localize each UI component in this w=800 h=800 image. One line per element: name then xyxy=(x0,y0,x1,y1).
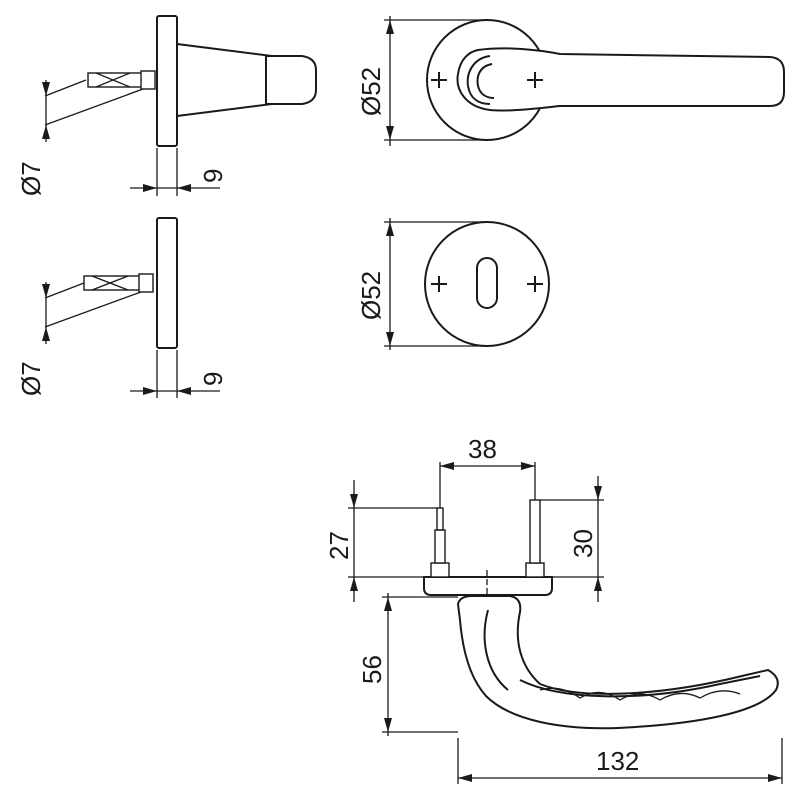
bottom-side-pin-diameter-label: Ø7 xyxy=(16,361,46,396)
pin-spacing-label: 38 xyxy=(468,434,497,464)
bottom-front-screw-left xyxy=(431,276,447,292)
top-side-pin-dimension xyxy=(42,79,144,142)
bottom-front-view: Ø52 xyxy=(356,218,550,350)
lever-left-pin xyxy=(430,500,450,578)
left-pin-height-label: 27 xyxy=(324,531,354,560)
bottom-front-diameter-dimension xyxy=(384,218,487,350)
bottom-side-thickness-dimension xyxy=(130,350,220,398)
top-side-pin xyxy=(87,70,188,90)
bottom-side-rose-plate xyxy=(156,217,178,349)
handle-length-dimension xyxy=(457,738,783,784)
top-front-diameter-dimension xyxy=(384,16,487,146)
lever-body xyxy=(456,595,779,730)
bottom-front-diameter-label: Ø52 xyxy=(356,271,386,320)
top-side-view: Ø7 9 xyxy=(16,15,317,196)
lever-right-pin xyxy=(525,492,545,578)
lever-base-plate xyxy=(423,576,553,596)
pin-spacing-dimension xyxy=(439,462,536,500)
right-pin-height-label: 30 xyxy=(568,529,598,558)
bottom-front-screw-right xyxy=(527,276,543,292)
right-pin-height-dimension xyxy=(540,476,604,602)
top-front-view: Ø52 xyxy=(356,16,785,146)
bottom-side-pin-dimension xyxy=(42,282,142,344)
top-side-pin-diameter-label: Ø7 xyxy=(16,161,46,196)
lever-side-view: 38 27 30 56 xyxy=(324,434,783,784)
bottom-side-pin xyxy=(83,273,154,293)
top-front-lever xyxy=(456,47,785,112)
top-side-handle-tip xyxy=(265,55,317,105)
top-side-thickness-label: 9 xyxy=(198,169,228,183)
left-pin-height-dimension xyxy=(348,480,437,602)
top-side-thickness-dimension xyxy=(130,148,220,196)
top-side-rose-plate xyxy=(156,15,178,147)
handle-length-label: 132 xyxy=(596,746,639,776)
bottom-side-view: Ø7 9 xyxy=(16,217,228,398)
handle-drop-label: 56 xyxy=(357,655,387,684)
handle-drop-dimension xyxy=(382,593,458,736)
bottom-side-thickness-label: 9 xyxy=(198,372,228,386)
top-front-lever-shank xyxy=(466,55,491,105)
top-front-diameter-label: Ø52 xyxy=(356,67,386,116)
top-front-screw-left xyxy=(431,72,447,88)
keyhole-slot xyxy=(476,257,498,309)
top-front-screw-right xyxy=(527,72,543,88)
top-side-handle-neck xyxy=(176,42,273,118)
